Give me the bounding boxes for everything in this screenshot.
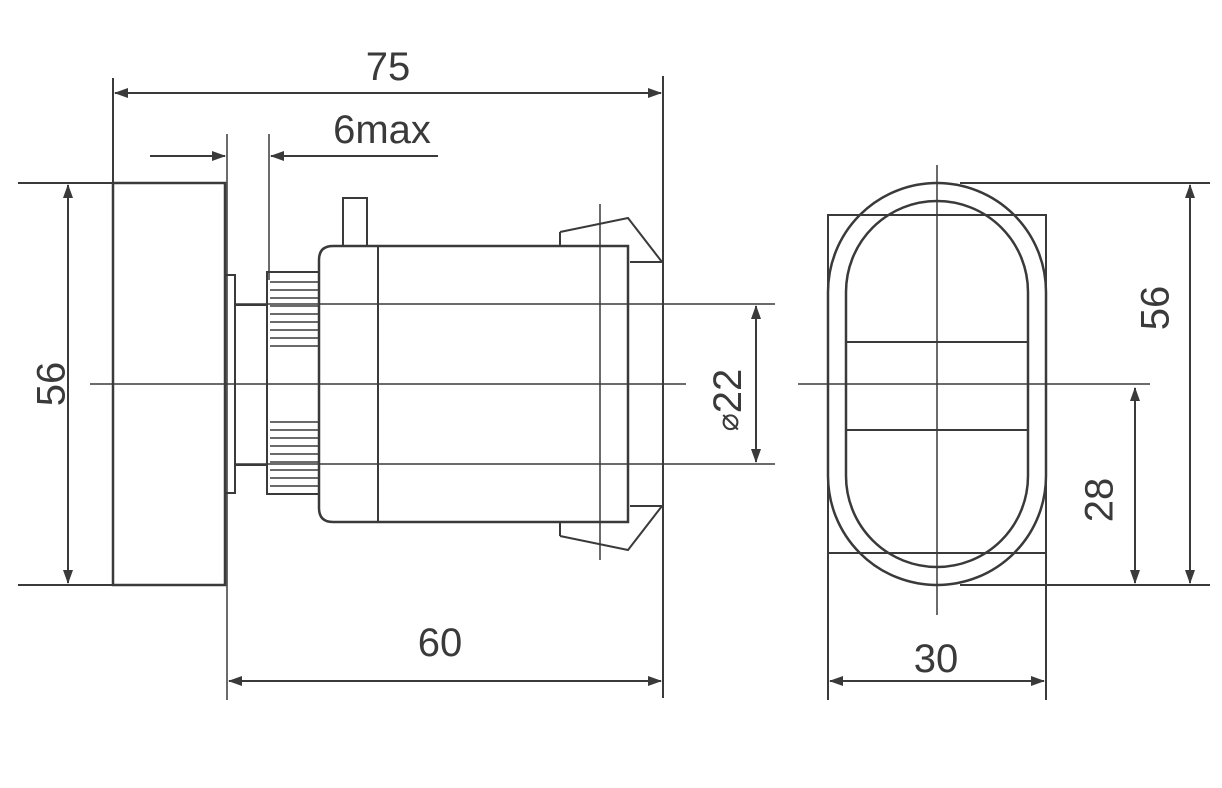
locating-pin: [342, 197, 368, 247]
main-body: [317, 244, 630, 524]
dim-front-width: 30: [914, 637, 959, 681]
dim-overall-length: 75: [366, 45, 411, 89]
knurl-lines: [270, 281, 318, 487]
dim-front-height: 56: [1134, 286, 1178, 331]
dim-side-height: 56: [30, 362, 74, 407]
dim-body-length: 60: [418, 621, 463, 665]
dim-front-half-height: 28: [1078, 478, 1122, 523]
dim-diameter: ⌀22: [706, 369, 750, 432]
threaded-neck: [234, 304, 268, 466]
dim-panel-thickness: 6max: [333, 108, 431, 152]
svg-text:⌀22: ⌀22: [706, 369, 750, 432]
contact-block-clip: [559, 216, 665, 263]
